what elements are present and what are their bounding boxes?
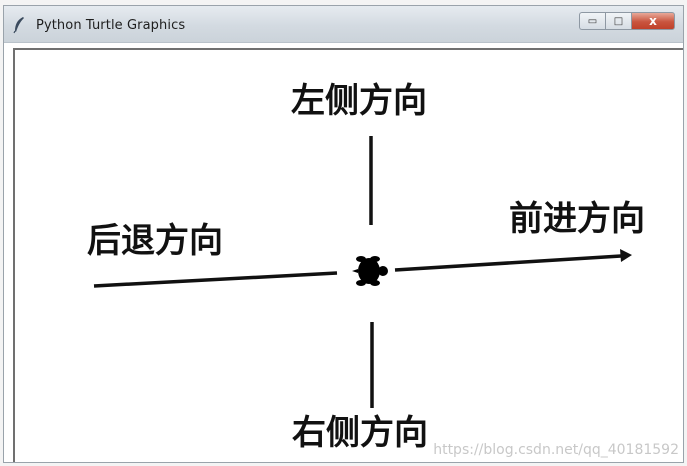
forward-direction-label: 前进方向: [509, 199, 645, 239]
backward-line: [93, 271, 338, 288]
watermark-text: https://blog.csdn.net/qq_40181592: [433, 442, 679, 458]
forward-line: [394, 254, 622, 272]
turtle-icon: [352, 256, 388, 286]
maximize-icon: □: [613, 15, 624, 27]
title-bar[interactable]: Python Turtle Graphics ▭ □ x: [4, 6, 683, 43]
close-icon: x: [649, 14, 657, 28]
minimize-button[interactable]: ▭: [579, 12, 605, 30]
maximize-button[interactable]: □: [605, 12, 631, 30]
left-side-direction-label: 左侧方向: [291, 81, 427, 121]
backward-direction-label: 后退方向: [87, 221, 223, 261]
window-title: Python Turtle Graphics: [36, 18, 186, 33]
feather-icon: [13, 17, 24, 34]
turtle-canvas-area: 左侧方向 后退方向 前进方向 右侧方向: [13, 48, 683, 462]
right-side-direction-label: 右侧方向: [292, 413, 428, 453]
close-button[interactable]: x: [631, 12, 675, 30]
window-controls: ▭ □ x: [579, 12, 675, 30]
minimize-icon: ▭: [587, 15, 598, 27]
turtle-canvas: [93, 136, 632, 408]
arrow-right-icon: [620, 249, 632, 262]
turtle-graphics-window: Python Turtle Graphics ▭ □ x: [3, 5, 684, 463]
